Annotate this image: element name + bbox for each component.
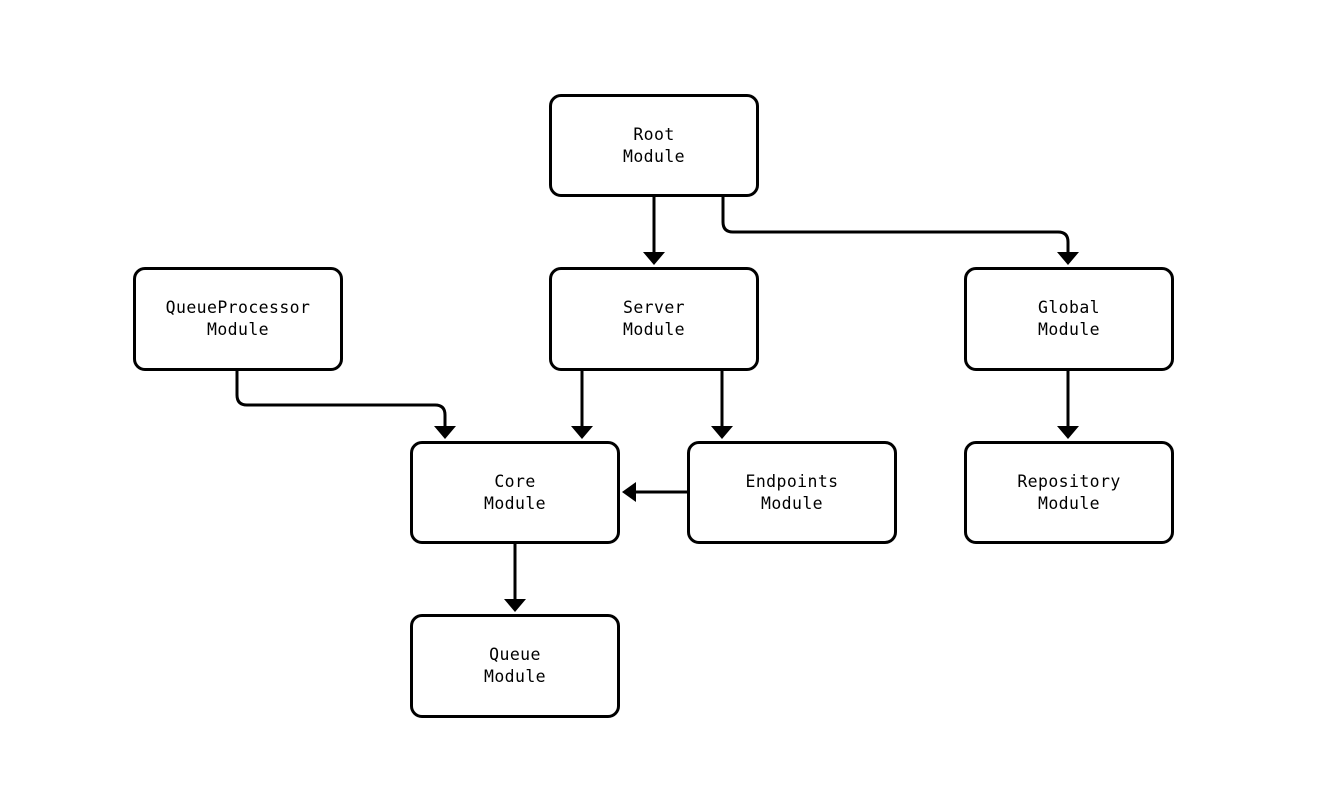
node-queueprocessor[interactable]: QueueProcessor Module	[133, 267, 343, 371]
node-queue[interactable]: Queue Module	[410, 614, 620, 718]
arrowhead-core-queue	[504, 599, 526, 612]
arrowhead-queueprocessor-core	[434, 426, 456, 439]
node-global-label: Global Module	[1037, 298, 1100, 339]
arrowhead-root-server	[643, 252, 665, 265]
node-server[interactable]: Server Module	[549, 267, 759, 371]
node-root-label: Root Module	[622, 124, 685, 166]
node-endpoints-label: Endpoints Module	[745, 471, 839, 513]
arrowhead-server-core	[571, 426, 593, 439]
arrowhead-root-global	[1057, 252, 1079, 265]
edge-queueprocessor-core	[235, 371, 447, 427]
arrowhead-endpoints-core	[622, 482, 636, 502]
node-repository-label: Repository Module	[1017, 471, 1121, 513]
node-endpoints[interactable]: Endpoints Module	[687, 441, 897, 544]
node-global[interactable]: Global Module	[964, 267, 1174, 371]
edge-root-global	[721, 197, 1070, 253]
node-queue-label: Queue Module	[483, 645, 546, 686]
arrowhead-global-repository	[1057, 426, 1079, 439]
node-repository[interactable]: Repository Module	[964, 441, 1174, 544]
node-core-label: Core Module	[483, 471, 546, 513]
node-server-label: Server Module	[622, 298, 685, 339]
arrowhead-server-endpoints	[711, 426, 733, 439]
node-queueprocessor-label: QueueProcessor Module	[165, 298, 311, 339]
node-root[interactable]: Root Module	[549, 94, 759, 197]
node-core[interactable]: Core Module	[410, 441, 620, 544]
